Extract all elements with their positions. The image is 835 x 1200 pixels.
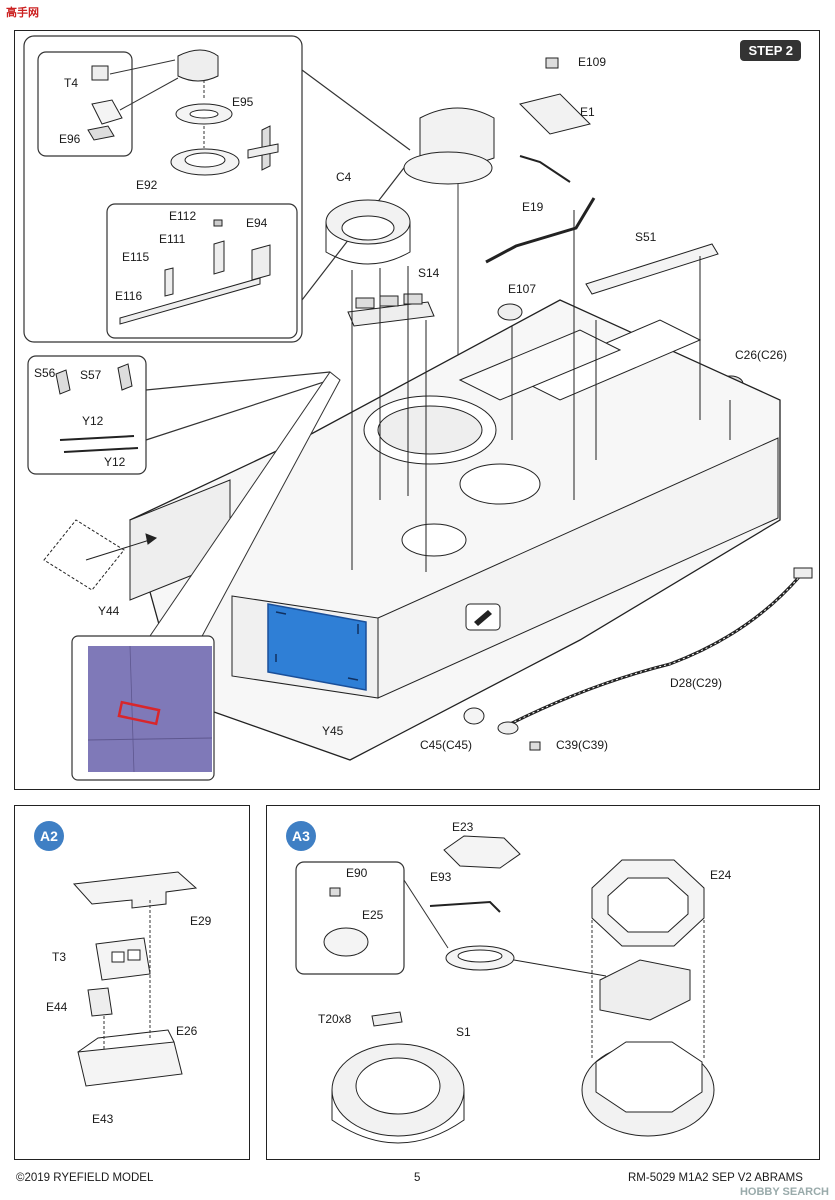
label-e19: E19 (522, 200, 544, 214)
label-e43: E43 (92, 1112, 114, 1126)
footer-copyright: ©2019 RYEFIELD MODEL (16, 1172, 154, 1184)
label-s14: S14 (418, 266, 440, 280)
footer-product: RM-5029 M1A2 SEP V2 ABRAMS (628, 1172, 803, 1184)
footer-page-number: 5 (414, 1172, 421, 1184)
label-d28: D28(C29) (670, 676, 723, 690)
label-c26: C26(C26) (735, 348, 788, 362)
label-e92: E92 (136, 178, 158, 192)
badge-a2: A2 (34, 821, 64, 851)
watermark-bottom-right: HOBBY SEARCH (739, 1186, 829, 1198)
label-s57: S57 (80, 368, 102, 382)
label-e24: E24 (710, 868, 732, 882)
label-s56: S56 (34, 366, 56, 380)
step-label: STEP 2 (740, 40, 801, 61)
label-e116: E116 (115, 289, 143, 303)
label-s51: S51 (635, 230, 657, 244)
label-c39: C39(C39) (556, 738, 609, 752)
watermark-top-left: 高手网 (6, 7, 39, 19)
label-e90: E90 (346, 866, 368, 880)
label-e112: E112 (169, 209, 197, 223)
label-c45: C45(C45) (420, 738, 473, 752)
label-e95: E95 (232, 95, 254, 109)
label-e1: E1 (580, 105, 595, 119)
label-e115: E115 (122, 250, 150, 264)
label-t20x8: T20x8 (318, 1012, 352, 1026)
label-y44: Y44 (98, 604, 120, 618)
label-e109: E109 (578, 55, 607, 69)
label-y12-upper: Y12 (82, 414, 104, 428)
label-e26: E26 (176, 1024, 198, 1038)
label-e96: E96 (59, 132, 81, 146)
label-c4: C4 (336, 170, 352, 184)
label-e93: E93 (430, 870, 452, 884)
label-e29: E29 (190, 914, 212, 928)
badge-a3: A3 (286, 821, 316, 851)
label-e111: E111 (159, 232, 186, 246)
label-e23: E23 (452, 820, 474, 834)
label-s1: S1 (456, 1025, 471, 1039)
panel-a2 (14, 805, 250, 1160)
label-t4: T4 (64, 76, 79, 90)
label-e94: E94 (246, 216, 268, 230)
label-y45: Y45 (322, 724, 344, 738)
label-e25: E25 (362, 908, 384, 922)
label-e107: E107 (508, 282, 537, 296)
label-e44: E44 (46, 1000, 68, 1014)
label-y12-lower: Y12 (104, 455, 126, 469)
label-t3: T3 (52, 950, 67, 964)
